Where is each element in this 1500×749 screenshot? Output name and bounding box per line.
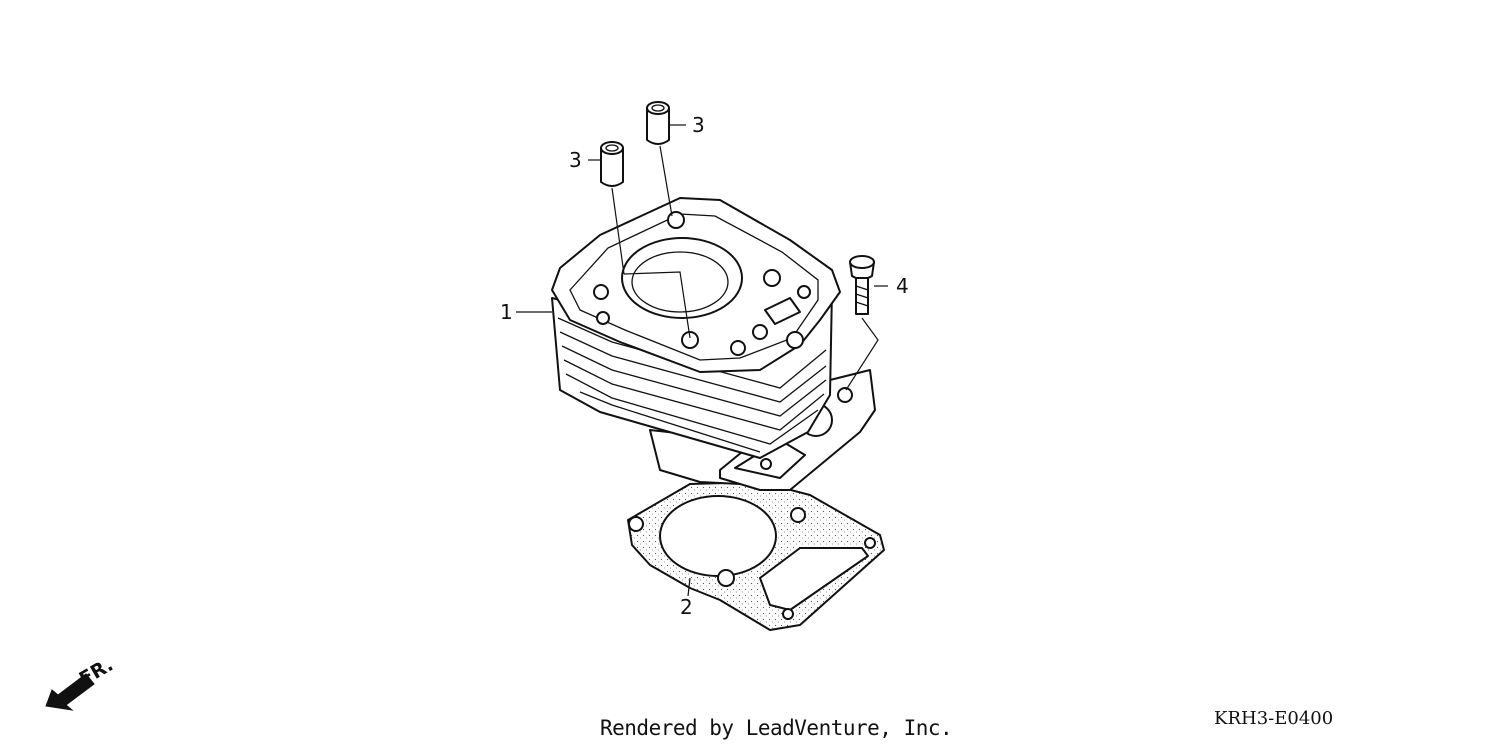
leader-lines — [516, 124, 888, 597]
gasket[interactable] — [627, 481, 885, 631]
callout-4: 4 — [896, 274, 909, 298]
dowel-pin-right[interactable] — [646, 101, 670, 145]
dowel-pin-left[interactable] — [600, 141, 624, 187]
callout-3-right: 3 — [692, 113, 705, 137]
diagram-code: KRH3-E0400 — [1214, 708, 1334, 729]
callout-2: 2 — [680, 595, 693, 619]
bolt[interactable] — [849, 255, 875, 315]
render-credit: Rendered by LeadVenture, Inc. — [600, 716, 953, 740]
cylinder[interactable] — [551, 197, 876, 491]
front-arrow-icon: FR. — [45, 654, 117, 711]
callout-3-left: 3 — [569, 148, 582, 172]
callout-1: 1 — [500, 300, 513, 324]
